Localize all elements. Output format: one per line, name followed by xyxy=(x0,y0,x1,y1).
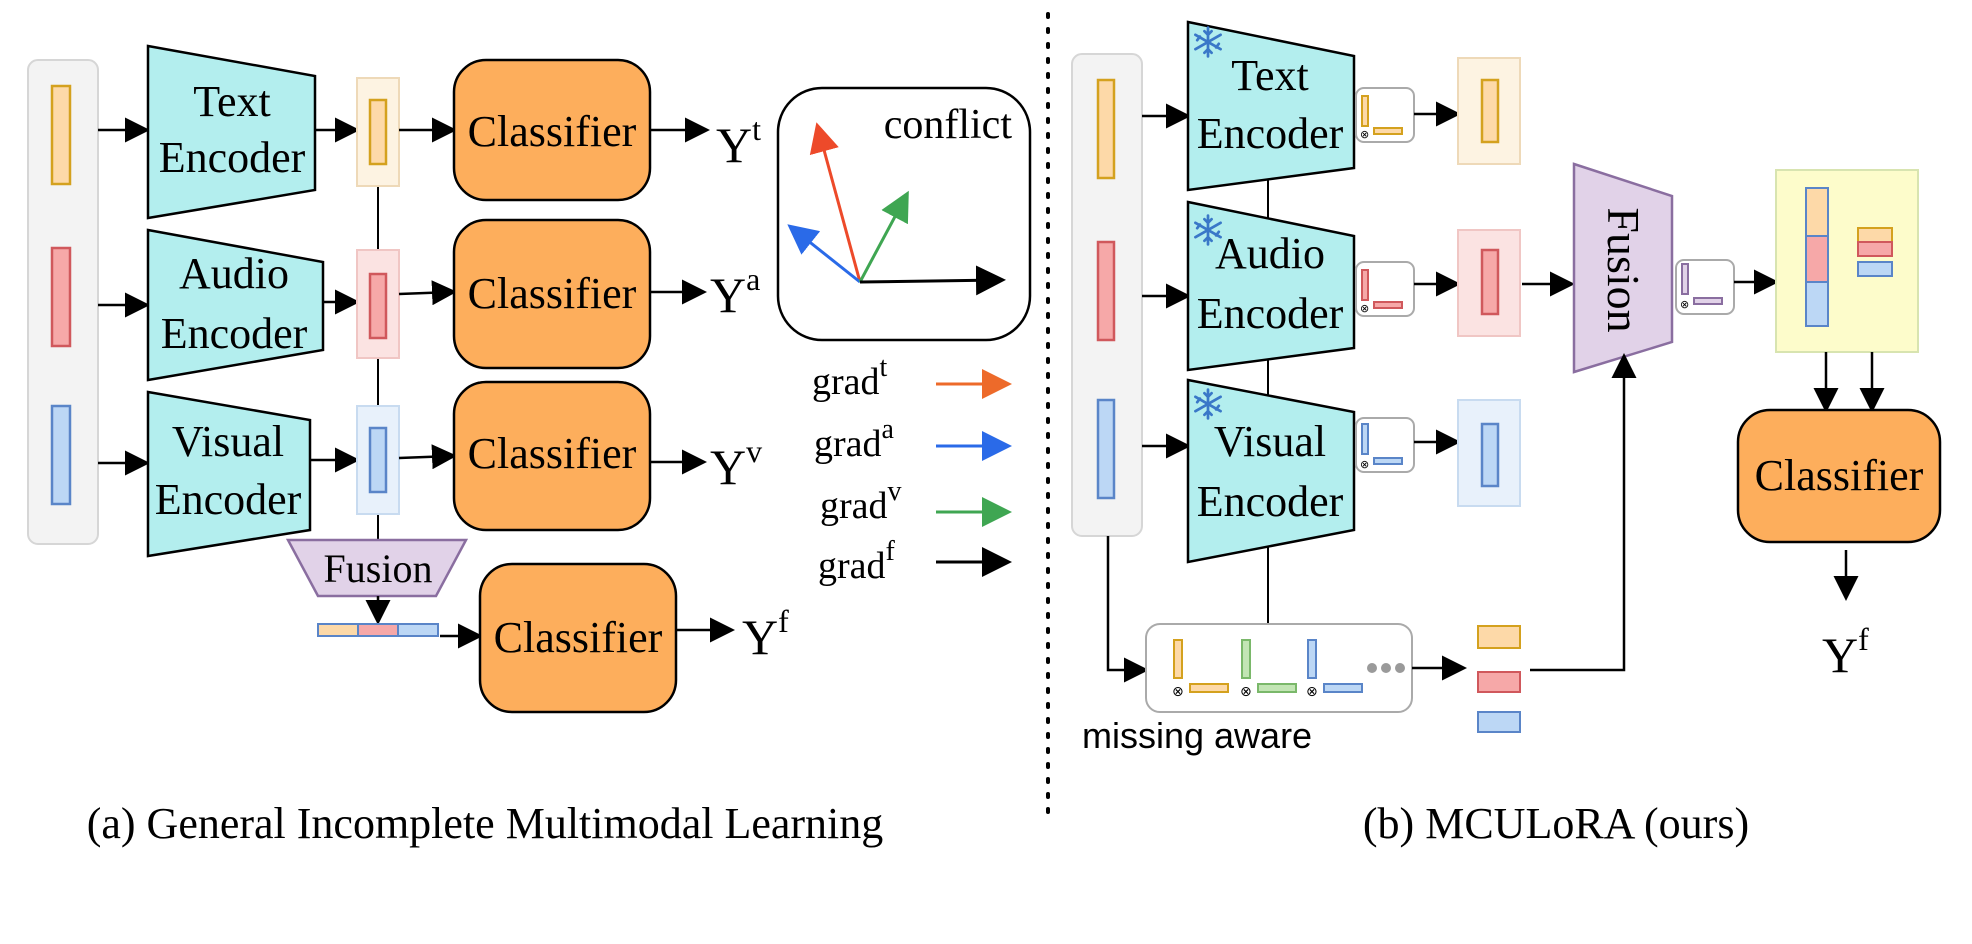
visual-encoder: Visual Encoder xyxy=(146,390,312,558)
arrow-visual-classifier xyxy=(398,444,457,470)
fusion-block-a: Fusion xyxy=(285,538,469,598)
fused-feature-panel xyxy=(1775,169,1919,353)
svg-text:⊗: ⊗ xyxy=(1360,459,1369,471)
lora-adapter-text: ⊗ xyxy=(1355,87,1415,143)
audio-encoder: Audio Encoder xyxy=(146,228,325,382)
output-yv: Yv xyxy=(710,433,762,495)
output-yf: Yf xyxy=(742,603,789,665)
aware-token-audio xyxy=(1477,671,1521,693)
classifier-audio: Classifier xyxy=(452,218,652,370)
arrow-aware-to-fusion xyxy=(1530,353,1637,672)
lora-adapter-audio: ⊗ xyxy=(1355,261,1415,317)
arrow-audio-classifier xyxy=(398,280,457,306)
audio-encoder-label-2: Encoder xyxy=(161,309,308,358)
fused-token-text xyxy=(317,623,359,637)
audio-encoder-label-1: Audio xyxy=(179,249,289,298)
svg-text:⊗: ⊗ xyxy=(1240,683,1252,699)
conflict-grad-t xyxy=(809,122,862,283)
grad-legend: gradt grada gradv gradf xyxy=(812,352,1012,587)
lora-adapter-visual: ⊗ xyxy=(1355,417,1415,473)
caption-b: (b) MCULoRA (ours) xyxy=(1363,799,1749,848)
visual-encoder-b-label-1: Visual xyxy=(1214,417,1326,466)
visual-encoder-b-label-2: Encoder xyxy=(1197,477,1344,526)
conflict-grad-f xyxy=(859,265,1006,296)
panel-a: Text Encoder Audio Encoder Visual Encode… xyxy=(27,44,1032,848)
classifier-text: Classifier xyxy=(452,58,652,202)
arrow-input-missing-aware xyxy=(1106,536,1149,683)
classifier-text-label: Classifier xyxy=(468,107,637,156)
audio-input-token xyxy=(50,246,72,348)
svg-text:⊗: ⊗ xyxy=(1306,683,1318,699)
text-encoder: Text Encoder xyxy=(146,44,317,220)
audio-encoder-b: Audio Encoder xyxy=(1186,200,1356,372)
svg-text:⊗: ⊗ xyxy=(1680,299,1689,311)
fused-token-audio xyxy=(357,623,399,637)
visual-feature-b xyxy=(1480,422,1500,488)
visual-encoder-label-2: Encoder xyxy=(155,475,302,524)
text-encoder-label-1: Text xyxy=(193,77,271,126)
ellipsis-icon xyxy=(1367,663,1405,673)
grad-f-label: gradf xyxy=(818,536,896,587)
classifier-visual: Classifier xyxy=(452,380,652,532)
lora-adapter-fusion: ⊗ xyxy=(1675,259,1735,315)
fusion-block-b: Fusion xyxy=(1572,162,1674,374)
conflict-grad-a xyxy=(787,224,861,284)
aware-token-visual xyxy=(1477,711,1521,733)
fused-token-visual xyxy=(397,623,439,637)
fusion-label-a: Fusion xyxy=(324,546,433,591)
audio-feature xyxy=(368,272,388,340)
missing-aware-label: missing aware xyxy=(1082,715,1312,756)
svg-text:⊗: ⊗ xyxy=(1360,303,1369,315)
output-ya: Ya xyxy=(710,261,760,323)
caption-a: (a) General Incomplete Multimodal Learni… xyxy=(87,799,884,848)
svg-text:⊗: ⊗ xyxy=(1172,683,1184,699)
classifier-audio-label: Classifier xyxy=(468,269,637,318)
text-encoder-b: Text Encoder xyxy=(1186,20,1356,192)
panel-b: Text Encoder Audio Encoder Visual Encode… xyxy=(1071,20,1942,848)
visual-input-token xyxy=(50,404,72,506)
visual-encoder-b: Visual Encoder xyxy=(1186,378,1356,564)
audio-encoder-b-label-1: Audio xyxy=(1215,229,1325,278)
conflict-label: conflict xyxy=(884,102,1013,148)
visual-input-token-b xyxy=(1096,398,1116,500)
text-feature-b xyxy=(1480,78,1500,144)
text-input-token xyxy=(50,84,72,186)
audio-feature-b xyxy=(1480,248,1500,316)
audio-encoder-b-label-2: Encoder xyxy=(1197,289,1344,338)
text-input-token-b xyxy=(1096,78,1116,180)
visual-feature xyxy=(368,426,388,494)
fusion-label-b: Fusion xyxy=(1598,207,1649,332)
audio-input-token-b xyxy=(1096,240,1116,342)
classifier-fused-label: Classifier xyxy=(494,613,663,662)
text-encoder-label-2: Encoder xyxy=(159,133,306,182)
conflict-grad-v xyxy=(858,190,909,283)
text-encoder-b-label-2: Encoder xyxy=(1197,109,1344,158)
output-yf-b: Yf xyxy=(1822,621,1869,683)
output-yt: Yt xyxy=(716,111,761,173)
aware-token-text xyxy=(1477,625,1521,649)
text-encoder-b-label-1: Text xyxy=(1231,51,1309,100)
svg-text:⊗: ⊗ xyxy=(1360,129,1369,141)
visual-encoder-label-1: Visual xyxy=(172,417,284,466)
classifier-b: Classifier xyxy=(1736,408,1942,544)
missing-aware-box: ⊗ ⊗ ⊗ xyxy=(1145,623,1413,713)
classifier-b-label: Classifier xyxy=(1755,451,1924,500)
text-feature xyxy=(368,98,388,166)
classifier-visual-label: Classifier xyxy=(468,429,637,478)
conflict-box: conflict xyxy=(776,86,1032,342)
grad-a-label: grada xyxy=(814,414,895,465)
classifier-fused: Classifier xyxy=(478,562,678,714)
grad-v-label: gradv xyxy=(820,476,902,527)
grad-t-label: gradt xyxy=(812,352,888,403)
